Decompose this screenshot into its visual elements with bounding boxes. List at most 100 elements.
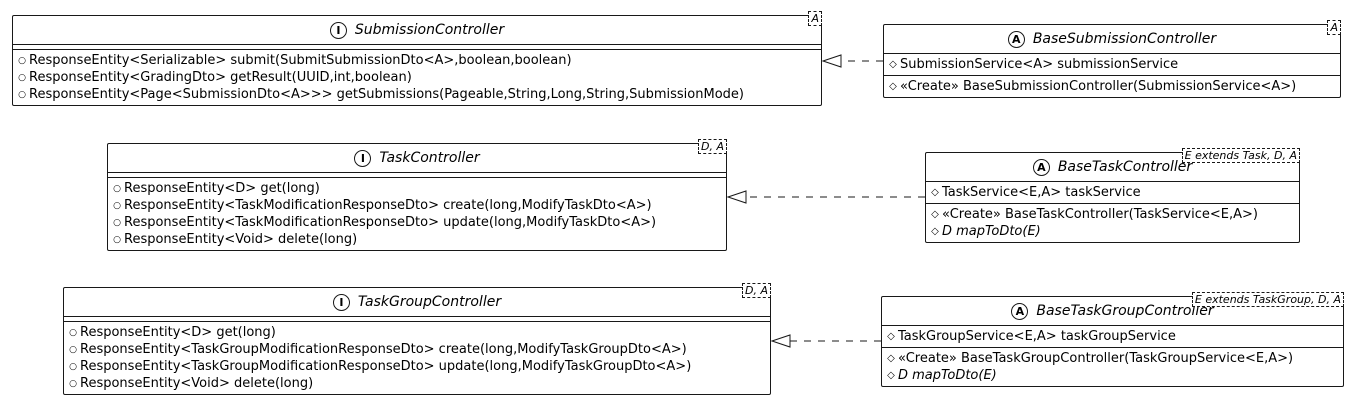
member-row: ResponseEntity<GradingDto> getResult(UUI… [17, 69, 817, 86]
public-visibility-icon [68, 324, 78, 341]
member-text: ResponseEntity<Void> delete(long) [124, 231, 358, 247]
member-text: ResponseEntity<D> get(long) [80, 324, 276, 340]
methods-section: ResponseEntity<Serializable> submit(Subm… [13, 50, 821, 105]
public-visibility-icon [112, 231, 122, 248]
class-task-group-controller[interactable]: I TaskGroupController D, A ResponseEntity<D… [63, 283, 771, 395]
fields-section [64, 317, 770, 322]
methods-section: «Create» BaseSubmissionController(Submis… [884, 76, 1340, 97]
member-text: ResponseEntity<TaskGroupModificationResp… [80, 341, 687, 357]
member-row: ResponseEntity<D> get(long) [68, 324, 766, 341]
realization-arrowhead-icon [726, 190, 747, 204]
interface-badge-icon: I [332, 293, 350, 311]
abstract-badge-icon: A [1011, 302, 1029, 320]
member-row: ResponseEntity<Void> delete(long) [68, 375, 766, 392]
methods-section: «Create» BaseTaskGroupController(TaskGro… [882, 348, 1343, 386]
member-text: ResponseEntity<D> get(long) [124, 180, 320, 196]
member-row: D mapToDto(E) [886, 367, 1339, 384]
class-header: I TaskGroupController D, A [64, 283, 771, 317]
member-text: ResponseEntity<Page<SubmissionDto<A>>> g… [29, 86, 744, 102]
type-parameters: E extends TaskGroup, D, A [1191, 292, 1344, 307]
member-row: ResponseEntity<TaskModificationResponseD… [112, 197, 722, 214]
interface-badge-icon: I [329, 21, 347, 39]
member-row: TaskService<E,A> taskService [930, 184, 1295, 201]
member-text: «Create» BaseTaskGroupController(TaskGro… [898, 350, 1294, 366]
type-parameters: E extends Task, D, A [1181, 148, 1300, 163]
public-visibility-icon [68, 341, 78, 358]
member-row: «Create» BaseSubmissionController(Submis… [888, 78, 1336, 95]
fields-section: SubmissionService<A> submissionService [884, 54, 1340, 76]
class-name: BaseSubmissionController [1032, 31, 1217, 47]
type-parameters: D, A [742, 283, 771, 298]
member-row: ResponseEntity<Void> delete(long) [112, 231, 722, 248]
public-visibility-icon [68, 375, 78, 392]
realization-arrowhead-icon [770, 334, 791, 348]
member-text: ResponseEntity<GradingDto> getResult(UUI… [29, 69, 412, 85]
member-row: TaskGroupService<E,A> taskGroupService [886, 328, 1339, 345]
member-text: D mapToDto(E) [898, 367, 997, 383]
member-row: «Create» BaseTaskController(TaskService<… [930, 206, 1295, 223]
type-parameters: A [808, 11, 822, 26]
member-text: SubmissionService<A> submissionService [900, 56, 1179, 72]
interface-badge-icon: I [354, 149, 372, 167]
member-text: «Create» BaseSubmissionController(Submis… [900, 78, 1297, 94]
fields-section [108, 173, 726, 178]
type-parameters: D, A [698, 139, 727, 154]
member-text: ResponseEntity<Serializable> submit(Subm… [29, 52, 572, 68]
public-visibility-icon [17, 69, 27, 86]
member-row: ResponseEntity<Page<SubmissionDto<A>>> g… [17, 86, 817, 103]
abstract-badge-icon: A [1007, 30, 1025, 48]
member-row: SubmissionService<A> submissionService [888, 56, 1336, 73]
member-text: ResponseEntity<TaskGroupModificationResp… [80, 358, 692, 374]
public-visibility-icon [17, 52, 27, 69]
public-visibility-icon [112, 180, 122, 197]
member-row: D mapToDto(E) [930, 223, 1295, 240]
methods-section: «Create» BaseTaskController(TaskService<… [926, 204, 1299, 242]
class-name: SubmissionController [354, 22, 505, 38]
methods-section: ResponseEntity<D> get(long)ResponseEntit… [108, 178, 726, 250]
public-visibility-icon [112, 197, 122, 214]
member-row: ResponseEntity<TaskGroupModificationResp… [68, 341, 766, 358]
fields-section: TaskGroupService<E,A> taskGroupService [882, 326, 1343, 348]
protected-visibility-icon [886, 328, 896, 345]
member-text: «Create» BaseTaskController(TaskService<… [942, 206, 1258, 222]
member-row: «Create» BaseTaskGroupController(TaskGro… [886, 350, 1339, 367]
class-base-submission-controller[interactable]: A BaseSubmissionController A SubmissionServ… [883, 20, 1341, 98]
class-submission-controller[interactable]: I SubmissionController A ResponseEntity<Ser… [12, 11, 822, 106]
class-header: I SubmissionController A [13, 11, 822, 45]
abstract-badge-icon: A [1032, 158, 1050, 176]
protected-visibility-icon [930, 184, 940, 201]
public-visibility-icon [112, 214, 122, 231]
fields-section: TaskService<E,A> taskService [926, 182, 1299, 204]
class-name: TaskController [379, 150, 480, 166]
protected-visibility-icon [888, 56, 898, 73]
type-parameters: A [1327, 20, 1341, 35]
member-row: ResponseEntity<Serializable> submit(Subm… [17, 52, 817, 69]
member-text: TaskService<E,A> taskService [942, 184, 1141, 200]
protected-visibility-icon [930, 206, 940, 223]
realization-arrowhead-icon [821, 54, 842, 68]
member-text: ResponseEntity<TaskModificationResponseD… [124, 197, 652, 213]
member-text: D mapToDto(E) [942, 223, 1041, 239]
member-row: ResponseEntity<TaskGroupModificationResp… [68, 358, 766, 375]
member-text: TaskGroupService<E,A> taskGroupService [898, 328, 1176, 344]
protected-visibility-icon [930, 223, 940, 240]
protected-visibility-icon [886, 350, 896, 367]
class-name: BaseTaskController [1057, 159, 1193, 175]
class-name: TaskGroupController [357, 294, 502, 310]
public-visibility-icon [17, 86, 27, 103]
protected-visibility-icon [888, 78, 898, 95]
protected-visibility-icon [886, 367, 896, 384]
public-visibility-icon [68, 358, 78, 375]
class-name: BaseTaskGroupController [1036, 303, 1214, 319]
class-header: I TaskController D, A [108, 139, 727, 173]
methods-section: ResponseEntity<D> get(long)ResponseEntit… [64, 322, 770, 394]
member-text: ResponseEntity<TaskModificationResponseD… [124, 214, 657, 230]
member-row: ResponseEntity<TaskModificationResponseD… [112, 214, 722, 231]
class-task-controller[interactable]: I TaskController D, A ResponseEntity<D> get… [107, 139, 727, 251]
